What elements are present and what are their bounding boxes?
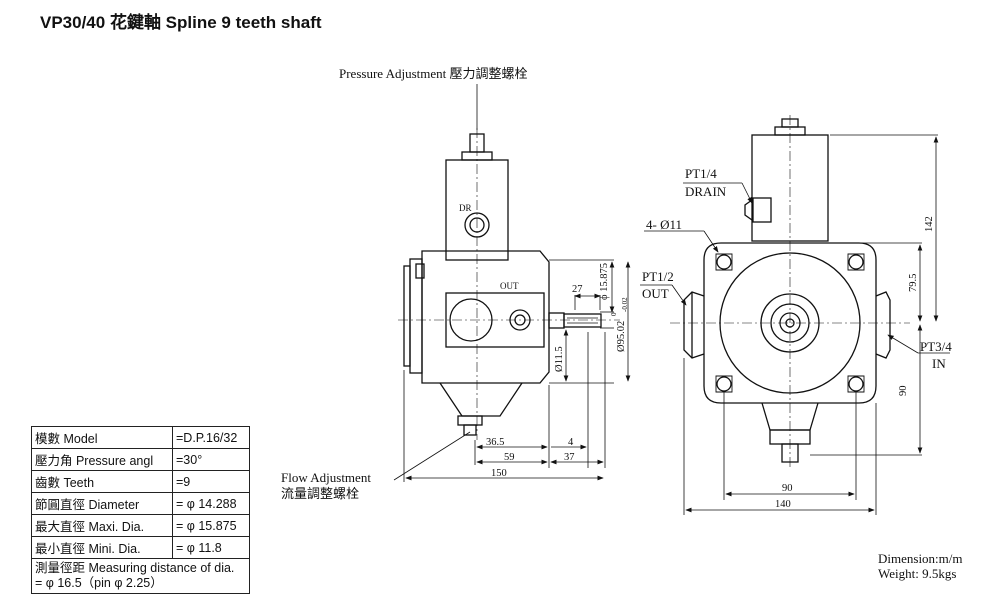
dim-90-vertical: 90	[898, 386, 909, 397]
outlet-port-left	[683, 291, 705, 359]
table-row: 壓力角 Pressure angl =30°	[31, 448, 250, 471]
holes-label: 4- Ø11	[646, 217, 682, 232]
dim-150: 150	[491, 468, 507, 479]
dim-795: 79.5	[908, 274, 919, 292]
table-row: 測量徑距 Measuring distance of dia. = φ 16.5…	[31, 558, 250, 594]
table-row: 模數 Model =D.P.16/32	[31, 426, 250, 449]
dim-90-horizontal: 90	[782, 483, 793, 494]
dim-tol-lower: -0.02	[621, 297, 629, 312]
spline-spec-table: 模數 Model =D.P.16/32 壓力角 Pressure angl =3…	[31, 426, 250, 594]
spec-key: 最小直徑 Mini. Dia.	[31, 536, 173, 559]
spec-value: = φ 14.288	[172, 492, 250, 515]
spec-value: =D.P.16/32	[172, 426, 250, 449]
drain-label: DRAIN	[685, 184, 727, 199]
spec-value: = φ 11.8	[172, 536, 250, 559]
dim-140: 140	[775, 499, 791, 510]
inlet-port-right	[875, 291, 891, 359]
pt12-label: PT1/2	[642, 269, 674, 284]
dim-9502: Ø95.02	[616, 321, 627, 352]
mount-hole	[716, 376, 732, 392]
spec-key: 節圓直徑 Diameter	[31, 492, 173, 515]
spec-measuring-line1: 測量徑距 Measuring distance of dia.	[35, 561, 235, 575]
mount-hole	[716, 254, 732, 270]
flow-screw	[463, 424, 477, 436]
dr-label: DR	[459, 203, 472, 213]
mount-hole	[848, 376, 864, 392]
dim-59: 59	[504, 452, 515, 463]
spec-key: 最大直徑 Maxi. Dia.	[31, 514, 173, 537]
spec-key: 模數 Model	[31, 426, 173, 449]
dimension-unit: Dimension:m/m	[878, 551, 963, 566]
pt14-label: PT1/4	[685, 166, 717, 181]
in-port-label: IN	[932, 356, 946, 371]
dim-37: 37	[564, 452, 575, 463]
main-body	[421, 250, 550, 384]
dim-115: Ø11.5	[554, 346, 565, 372]
dim-4: 4	[568, 437, 574, 448]
flow-adjustment-zh-label: 流量調整螺栓	[281, 486, 359, 501]
table-row: 最小直徑 Mini. Dia. = φ 11.8	[31, 536, 250, 559]
spec-value: =9	[172, 470, 250, 493]
footer-info: Dimension:m/m Weight: 9.5kgs	[878, 551, 963, 581]
flow-adjust-body	[439, 382, 523, 417]
spec-value: = φ 15.875	[172, 514, 250, 537]
dim-15875: ϕ 15.875	[599, 263, 610, 300]
spec-key: 壓力角 Pressure angl	[31, 448, 173, 471]
mounting-flange	[703, 242, 877, 404]
out-port-label: OUT	[642, 286, 669, 301]
pt34-label: PT3/4	[920, 339, 952, 354]
mount-hole	[848, 254, 864, 270]
table-row: 最大直徑 Maxi. Dia. = φ 15.875	[31, 514, 250, 537]
pressure-adjustment-label: Pressure Adjustment 壓力調整螺栓	[339, 66, 528, 81]
dim-27: 27	[572, 284, 583, 295]
page-title: VP30/40 花鍵軸 Spline 9 teeth shaft	[40, 13, 322, 32]
spec-value: =30°	[172, 448, 250, 471]
drain-fitting	[744, 199, 753, 221]
dim-tol-upper: 0	[610, 312, 618, 316]
weight: Weight: 9.5kgs	[878, 566, 957, 581]
table-row: 節圓直徑 Diameter = φ 14.288	[31, 492, 250, 515]
flow-adjustment-label: Flow Adjustment	[281, 470, 371, 485]
shaft	[563, 313, 602, 328]
spec-key: 齒數 Teeth	[31, 470, 173, 493]
table-row: 齒數 Teeth =9	[31, 470, 250, 493]
out-label-small: OUT	[500, 281, 519, 291]
spec-measuring-cell: 測量徑距 Measuring distance of dia. = φ 16.5…	[31, 558, 250, 594]
dim-142: 142	[924, 216, 935, 232]
spec-measuring-line2: = φ 16.5（pin φ 2.25）	[35, 576, 163, 590]
dim-365: 36.5	[486, 437, 504, 448]
